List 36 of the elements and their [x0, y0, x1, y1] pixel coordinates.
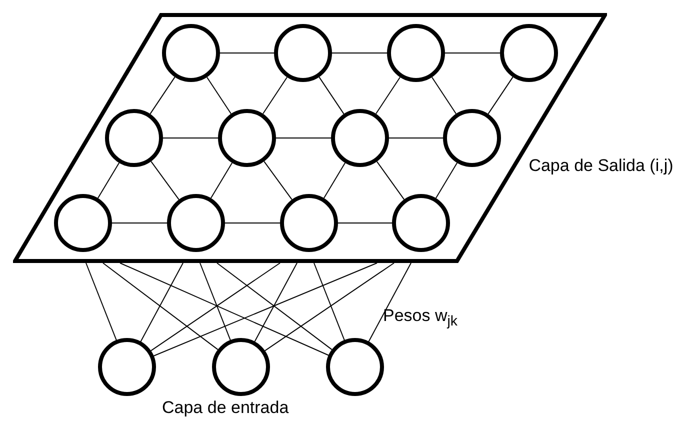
connection-line — [332, 52, 388, 54]
weights-label: Pesos w$_{jk}$ — [383, 306, 458, 330]
connection-line — [431, 76, 457, 114]
connection-line — [200, 262, 231, 341]
connection-line — [102, 262, 218, 350]
connection-line — [488, 76, 514, 114]
connection-line — [435, 162, 458, 199]
layer-label: Capa de Salida (i,j) — [528, 155, 674, 177]
connection-line — [112, 222, 168, 224]
connection-line — [216, 262, 332, 350]
connection-line — [140, 262, 184, 342]
connection-line — [150, 262, 280, 352]
connection-line — [262, 76, 288, 114]
connection-line — [97, 162, 120, 199]
connection-line — [375, 76, 401, 114]
connection-line — [224, 222, 280, 224]
connection-line — [444, 52, 500, 54]
connection-line — [264, 262, 394, 352]
connection-line — [376, 161, 405, 200]
connection-line — [338, 222, 392, 224]
layer-label: Capa de entrada — [162, 398, 289, 418]
connection-line — [150, 160, 180, 200]
connection-line — [220, 52, 274, 54]
connection-line — [206, 76, 232, 114]
connection-line — [120, 262, 329, 356]
connection-line — [314, 262, 345, 341]
connection-line — [254, 262, 298, 342]
connection-line — [210, 162, 233, 199]
connection-line — [264, 160, 292, 200]
connection-line — [323, 162, 346, 199]
connection-line — [368, 262, 412, 342]
neuron-circle — [212, 338, 270, 396]
connection-line — [318, 76, 344, 114]
connection-line — [150, 76, 176, 114]
connection-line — [86, 262, 117, 341]
connection-line — [153, 262, 378, 356]
